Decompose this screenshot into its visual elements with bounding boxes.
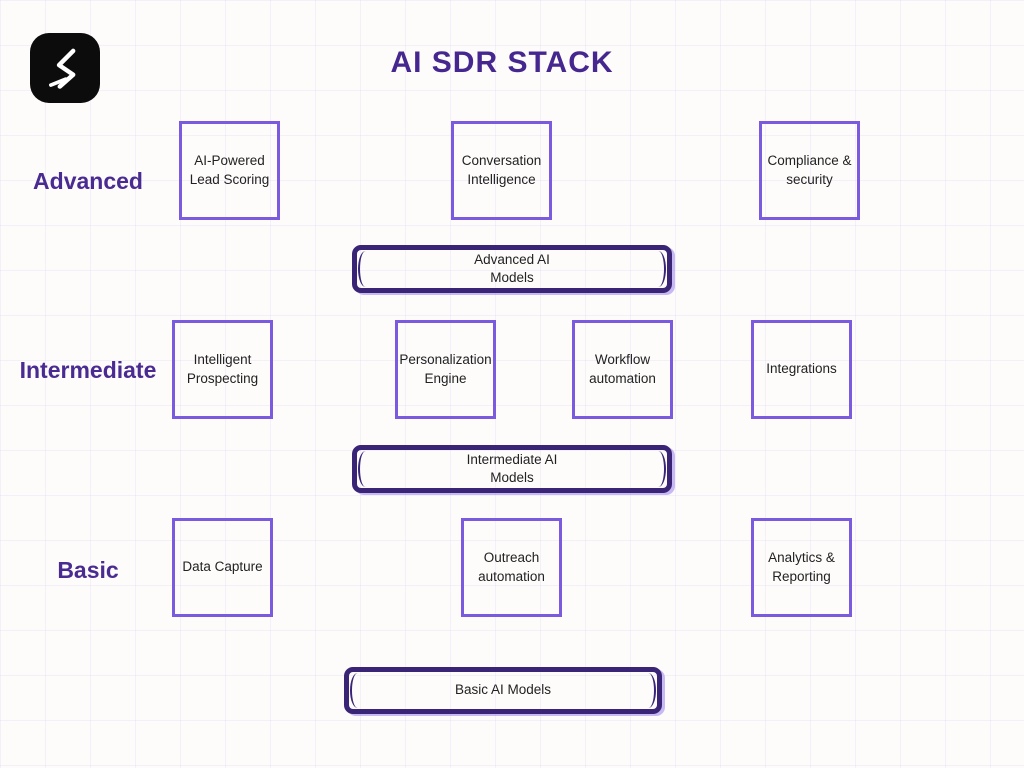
box-intelligent-prospecting: Intelligent Prospecting [172, 320, 273, 419]
bar-basic-ai-models: Basic AI Models [344, 667, 662, 714]
page-title: AI SDR STACK [390, 46, 614, 79]
bar-advanced-ai-models: Advanced AI Models [352, 245, 672, 293]
box-personalization-engine: Personalization Engine [395, 320, 496, 419]
box-label: Compliance & security [767, 152, 852, 187]
box-label: Intelligent Prospecting [186, 351, 259, 386]
box-outreach-automation: Outreach automation [461, 518, 562, 617]
box-label: Analytics & Reporting [768, 549, 835, 584]
brand-logo-icon [49, 48, 76, 89]
tier-label-intermediate: Intermediate [19, 357, 157, 383]
bar-label: Advanced AI Models [474, 251, 550, 285]
box-label: Integrations [766, 361, 837, 377]
bar-label: Basic AI Models [454, 682, 552, 698]
box-compliance-security: Compliance & security [759, 121, 860, 220]
box-data-capture: Data Capture [172, 518, 273, 617]
bar-intermediate-ai-models: Intermediate AI Models [352, 445, 672, 493]
box-ai-powered-lead-scoring: AI-Powered Lead Scoring [179, 121, 280, 220]
tier-label-advanced: Advanced [33, 168, 143, 194]
box-integrations: Integrations [751, 320, 852, 419]
box-conversation-intelligence: Conversation Intelligence [451, 121, 552, 220]
box-analytics-reporting: Analytics & Reporting [751, 518, 852, 617]
bar-label: Intermediate AI Models [466, 451, 558, 485]
box-label: Conversation Intelligence [461, 152, 542, 187]
box-label: Personalization Engine [399, 351, 492, 386]
box-label: Data Capture [182, 559, 263, 575]
brand-logo [30, 33, 100, 103]
box-label: Workflow automation [589, 351, 656, 386]
tier-label-basic: Basic [57, 557, 119, 583]
box-workflow-automation: Workflow automation [572, 320, 673, 419]
box-label: Outreach automation [478, 549, 545, 584]
box-label: AI-Powered Lead Scoring [189, 152, 270, 187]
